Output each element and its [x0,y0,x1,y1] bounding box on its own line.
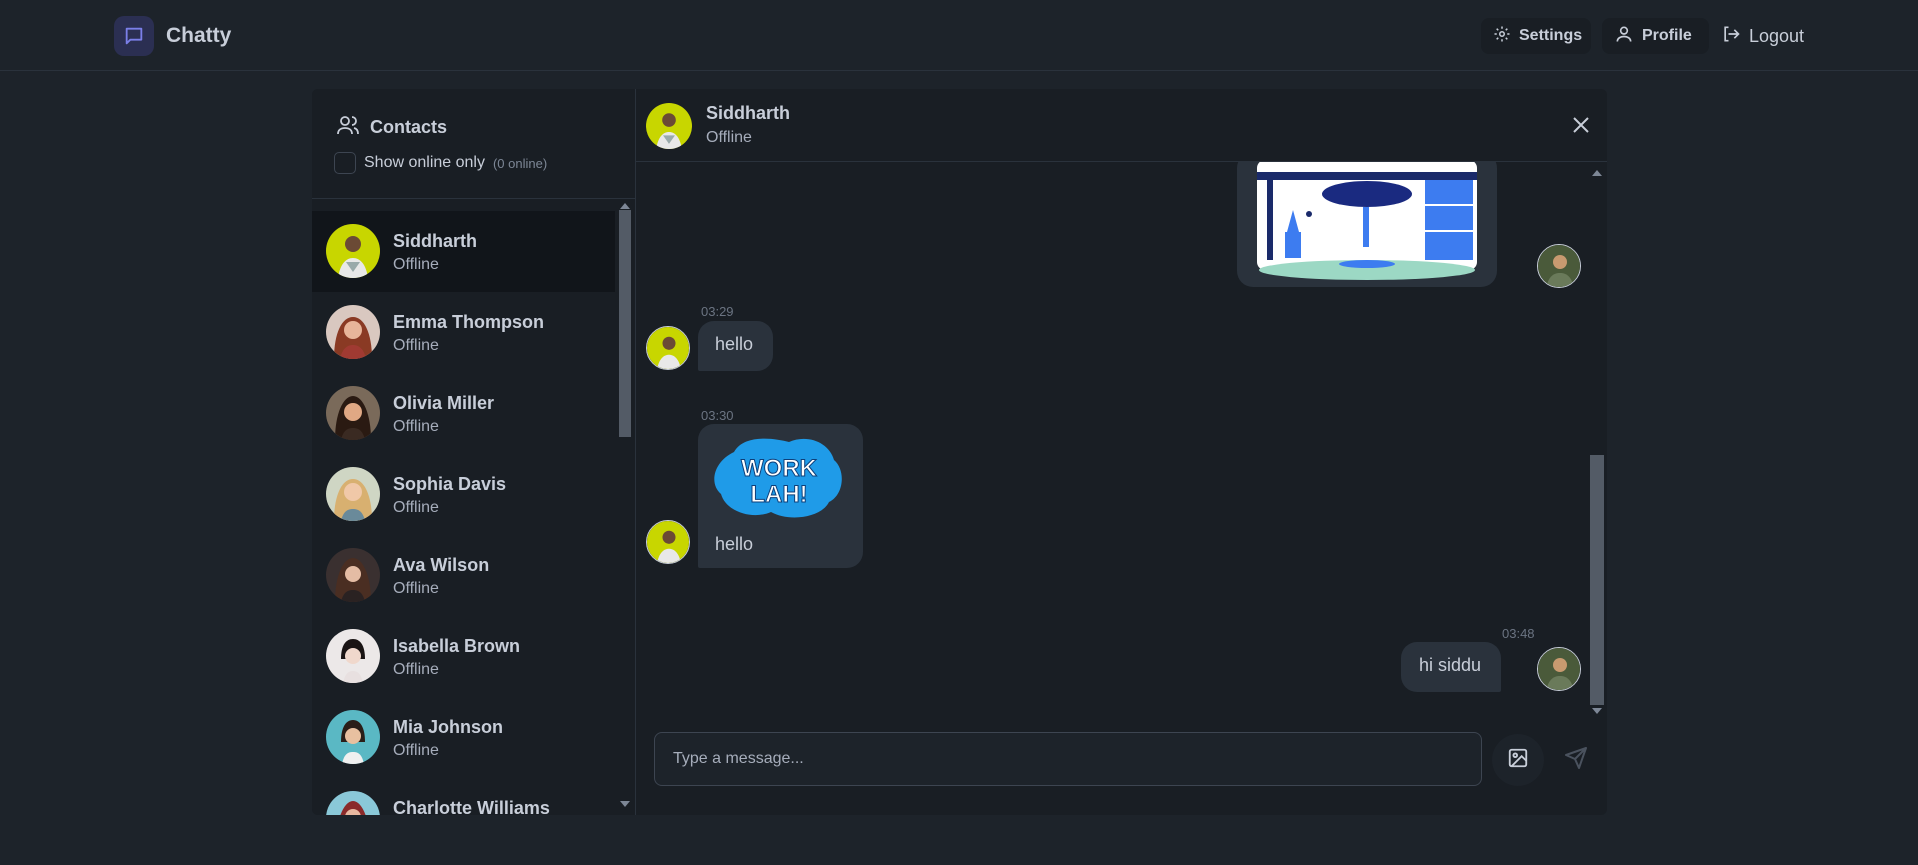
contact-status: Offline [393,742,439,759]
message-list: 03:29 hello 03:30 WORK LAH! hello [636,162,1607,718]
avatar [326,467,380,521]
my-avatar [1537,647,1581,691]
settings-label: Settings [1519,27,1583,44]
scroll-up-icon[interactable] [1592,170,1602,176]
chat-contact-name: Siddharth [706,103,790,123]
scrollbar-thumb[interactable] [619,210,631,437]
contact-status: Offline [393,580,439,597]
contact-item-olivia-miller[interactable]: Olivia Miller Offline [312,373,615,454]
avatar [326,548,380,602]
contact-item-siddharth[interactable]: Siddharth Offline [312,211,615,292]
profile-label: Profile [1642,27,1692,44]
close-icon[interactable] [1569,113,1593,137]
users-icon [336,113,360,142]
online-only-checkbox[interactable] [334,152,356,174]
image-icon [1507,747,1529,774]
app-name: Chatty [166,24,232,47]
contact-avatar [646,520,690,564]
chat-contact-status: Offline [706,129,752,146]
user-icon [1614,24,1634,49]
avatar [326,710,380,764]
avatar [326,224,380,278]
online-filter: Show online only (0 online) [334,152,547,174]
send-button[interactable] [1550,734,1602,786]
send-icon [1564,746,1588,775]
chat-bubble-icon [114,16,154,56]
contact-name: Emma Thompson [393,312,545,332]
contact-name: Charlotte Williams [393,798,550,815]
contact-avatar [646,326,690,370]
contact-list: Siddharth Offline Emma Thompson Offline … [312,211,615,815]
contact-name: Sophia Davis [393,474,507,494]
message-text: hi siddu [1419,655,1482,675]
my-avatar [1537,244,1581,288]
contact-status: Offline [393,499,439,516]
chat-panel: Siddharth Offline [636,89,1607,815]
chat-avatar [646,103,692,149]
contact-item-sophia-davis[interactable]: Sophia Davis Offline [312,454,615,535]
avatar [326,386,380,440]
logout-icon [1721,24,1741,49]
contact-item-mia-johnson[interactable]: Mia Johnson Offline [312,697,615,778]
avatar [326,791,380,815]
contact-status: Offline [393,256,439,273]
avatar [326,629,380,683]
image-message [1237,162,1497,287]
received-message: hello [698,321,773,371]
chat-header: Siddharth Offline [636,89,1607,162]
gear-icon [1493,25,1511,48]
contact-name: Isabella Brown [393,636,521,656]
contact-status: Offline [393,661,439,678]
logout-button[interactable]: Logout [1709,18,1809,54]
contact-item-ava-wilson[interactable]: Ava Wilson Offline [312,535,615,616]
online-count: (0 online) [492,155,548,171]
avatar [326,305,380,359]
brand[interactable]: Chatty [114,16,231,56]
svg-text:WORK: WORK [741,455,818,482]
message-text: hello [715,334,754,354]
top-navbar: Chatty Settings Profile Logout [0,0,1918,71]
scrollbar-thumb[interactable] [1590,455,1604,705]
message-time: 03:29 [701,304,734,319]
message-composer [636,718,1607,815]
message-time: 03:30 [701,408,734,423]
contacts-title: Contacts [370,117,448,137]
chat-container: Contacts Show online only (0 online) Sid… [312,89,1607,815]
desk-illustration [1257,162,1477,280]
sidebar-header: Contacts Show online only (0 online) [312,89,635,199]
sidebar-scrollbar[interactable] [615,199,635,815]
contact-name: Olivia Miller [393,393,495,413]
settings-button[interactable]: Settings [1481,18,1591,54]
attach-image-button[interactable] [1492,734,1544,786]
logout-label: Logout [1749,25,1805,46]
contact-name: Siddharth [393,231,477,251]
work-lah-sticker: WORK LAH! [714,438,842,518]
contact-item-charlotte-williams[interactable]: Charlotte Williams [312,778,615,815]
messages-scrollbar[interactable] [1587,162,1607,718]
contact-name: Ava Wilson [393,555,490,575]
message-text: hello [715,534,754,554]
contact-item-isabella-brown[interactable]: Isabella Brown Offline [312,616,615,697]
contact-name: Mia Johnson [393,717,504,737]
online-only-label[interactable]: Show online only [364,154,485,171]
profile-button[interactable]: Profile [1602,18,1709,54]
scroll-down-icon[interactable] [620,801,630,807]
svg-text:LAH!: LAH! [750,481,807,508]
message-time: 03:48 [1502,626,1535,641]
received-message: WORK LAH! hello [698,424,863,568]
contact-status: Offline [393,418,439,435]
scroll-down-icon[interactable] [1592,708,1602,714]
sent-message: hi siddu [1401,642,1501,692]
contact-status: Offline [393,337,439,354]
scroll-up-icon[interactable] [620,203,630,209]
contact-item-emma-thompson[interactable]: Emma Thompson Offline [312,292,615,373]
message-input[interactable] [654,732,1482,786]
contacts-sidebar: Contacts Show online only (0 online) Sid… [312,89,636,815]
